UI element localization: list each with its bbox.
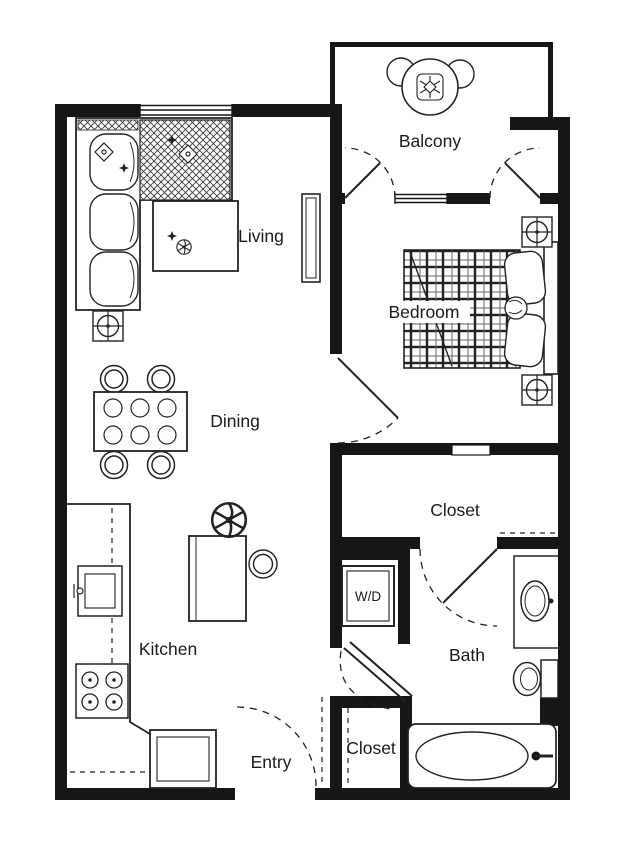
pillow-icon — [503, 250, 547, 306]
bedroom-window-icon — [394, 193, 448, 204]
balcony-structure — [330, 42, 553, 122]
dining-set — [93, 364, 188, 480]
washer-dryer — [341, 565, 395, 627]
room-label-dining: Dining — [210, 411, 260, 431]
balcony-table-motif-icon — [416, 73, 444, 101]
pillow-icon — [503, 312, 547, 368]
plant-icon — [210, 501, 248, 539]
room-label-living: Living — [238, 226, 284, 246]
bathtub — [407, 723, 557, 789]
room-label-balcony: Balcony — [399, 131, 462, 151]
room-label-entry: Entry — [251, 752, 292, 772]
room-label-closet-upper: Closet — [430, 500, 480, 520]
balcony-door-left — [344, 147, 396, 199]
room-label-bath: Bath — [449, 645, 485, 665]
ceiling-fixture-icon — [521, 374, 553, 406]
round-pillow-icon — [504, 296, 528, 320]
ceiling-fixture-icon — [92, 310, 124, 342]
room-label-closet-lower: Closet — [346, 738, 396, 758]
living-window-icon — [139, 104, 233, 117]
kitchen-counter — [67, 503, 151, 735]
coffee-table — [152, 200, 239, 272]
tv-console — [301, 193, 321, 283]
refrigerator — [149, 729, 217, 789]
bedroom-door — [337, 357, 399, 444]
room-label-bedroom: Bedroom — [388, 302, 459, 322]
wall-niche — [451, 444, 491, 456]
toilet — [512, 659, 559, 699]
entry-door — [236, 697, 323, 787]
label-backing — [378, 301, 470, 323]
plate-icon — [103, 398, 177, 445]
closet-door — [419, 548, 498, 627]
sofa — [75, 117, 233, 311]
ceiling-fixture-icon — [521, 216, 553, 248]
kitchen-island — [188, 501, 278, 622]
headboard — [543, 241, 559, 375]
room-label-laundry: W/D — [355, 589, 381, 604]
walls — [55, 104, 570, 800]
stove — [75, 663, 129, 719]
throw-pillow-icon — [94, 142, 198, 164]
bath-door — [339, 641, 413, 710]
stool-icon — [248, 549, 278, 579]
room-label-kitchen: Kitchen — [139, 639, 197, 659]
balcony-door-right — [489, 147, 541, 199]
balcony-furniture — [386, 57, 475, 116]
dining-chair-icon — [99, 364, 176, 480]
vanity — [513, 555, 558, 649]
kitchen-sink — [73, 565, 123, 617]
